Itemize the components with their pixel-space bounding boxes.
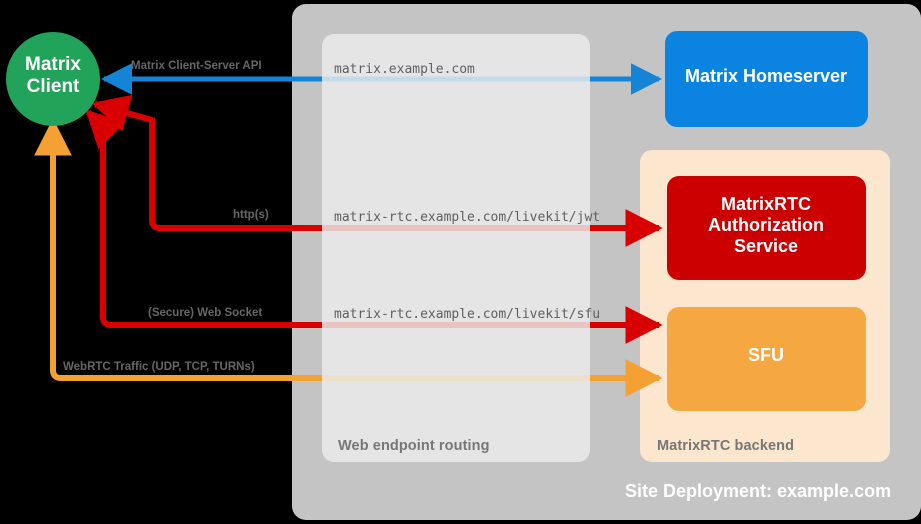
web-endpoint-routing-label: Web endpoint routing xyxy=(338,438,490,454)
matrix-client-node[interactable] xyxy=(6,32,100,126)
webrtc-traffic-line xyxy=(34,118,663,397)
connection-lines xyxy=(34,63,663,397)
matrixrtc-backend-label: MatrixRTC backend xyxy=(657,438,795,454)
livekit-jwt-endpoint-url: matrix-rtc.example.com/livekit/jwt xyxy=(334,210,601,225)
site-deployment-label: Site Deployment: example.com xyxy=(625,481,892,501)
livekit-jwt-label: http(s) xyxy=(233,209,269,221)
matrixrtc-authorization-service-node[interactable] xyxy=(667,176,866,280)
livekit-sfu-line xyxy=(85,109,663,344)
livekit-sfu-endpoint-url: matrix-rtc.example.com/livekit/sfu xyxy=(334,307,601,322)
sfu-node[interactable] xyxy=(667,307,866,411)
webrtc-traffic-label: WebRTC Traffic (UDP, TCP, TURNs) xyxy=(63,361,255,373)
livekit-sfu-websocket-label: (Secure) Web Socket xyxy=(148,307,263,319)
livekit-jwt-line xyxy=(91,94,663,247)
matrix-endpoint-url: matrix.example.com xyxy=(334,62,475,77)
web-endpoint-routing-group xyxy=(322,34,590,462)
matrix-client-server-api-label: Matrix Client-Server API xyxy=(131,60,262,72)
matrix-homeserver-node[interactable] xyxy=(665,31,868,127)
